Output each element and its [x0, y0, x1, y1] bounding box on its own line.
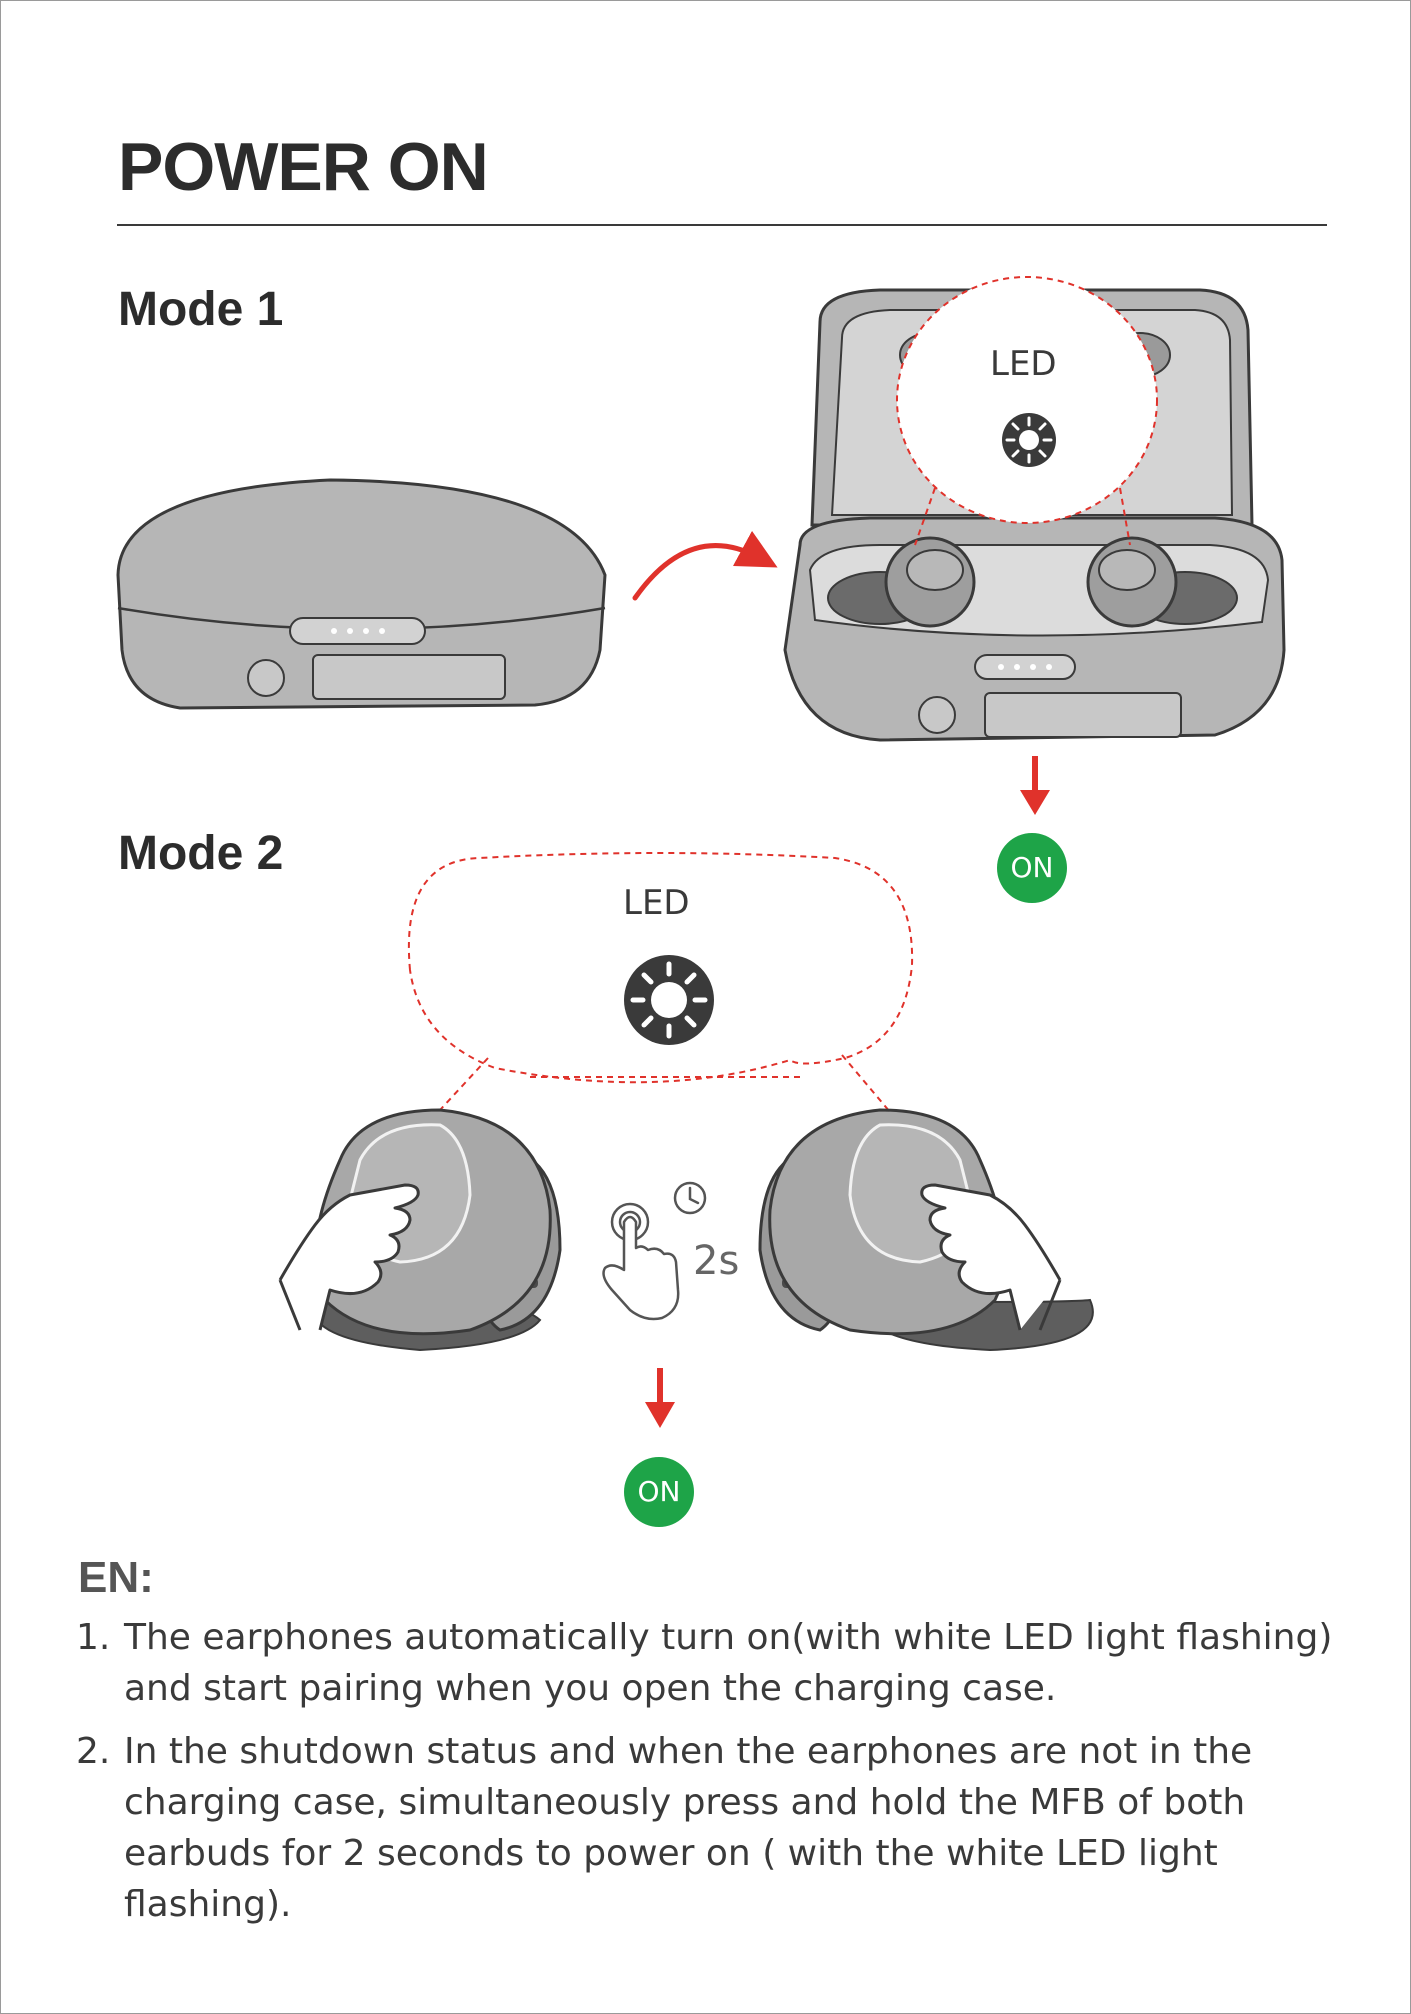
page-title: POWER ON — [118, 129, 489, 205]
instruction-step: 1. The earphones automatically turn on(w… — [76, 1612, 1346, 1714]
mode-2-heading: Mode 2 — [118, 827, 284, 880]
step-text: The earphones automatically turn on(with… — [124, 1617, 1333, 1709]
step-number: 1. — [76, 1617, 111, 1658]
step-number: 2. — [76, 1731, 111, 1772]
hold-duration-label: 2s — [693, 1238, 740, 1284]
arrow-icon — [645, 1368, 675, 1428]
arrow-icon — [632, 530, 778, 601]
finger-press-icon — [602, 1202, 680, 1321]
hand-left-icon — [278, 1183, 420, 1331]
led-callout-mode2 — [407, 852, 914, 1113]
led-light-icon — [1002, 413, 1056, 467]
closed-charging-case — [116, 478, 607, 710]
instruction-step: 2. In the shutdown status and when the e… — [76, 1726, 1346, 1930]
hand-right-icon — [920, 1183, 1062, 1331]
led-light-icon — [624, 955, 714, 1045]
on-status-badge-mode1: ON — [997, 833, 1067, 903]
on-status-badge-mode2: ON — [624, 1457, 694, 1527]
led-callout-mode1 — [896, 276, 1158, 546]
language-heading: EN: — [78, 1553, 154, 1602]
led-label-mode2: LED — [623, 883, 690, 923]
mode-1-heading: Mode 1 — [118, 283, 284, 336]
instruction-list: 1. The earphones automatically turn on(w… — [76, 1612, 1346, 1942]
power-on-illustration — [116, 276, 1286, 1428]
title-divider — [117, 224, 1327, 226]
right-earbud — [758, 1108, 1094, 1352]
arrow-icon — [1020, 756, 1050, 815]
step-text: In the shutdown status and when the earp… — [124, 1731, 1253, 1925]
clock-icon — [673, 1181, 707, 1215]
led-label-mode1: LED — [990, 344, 1057, 384]
